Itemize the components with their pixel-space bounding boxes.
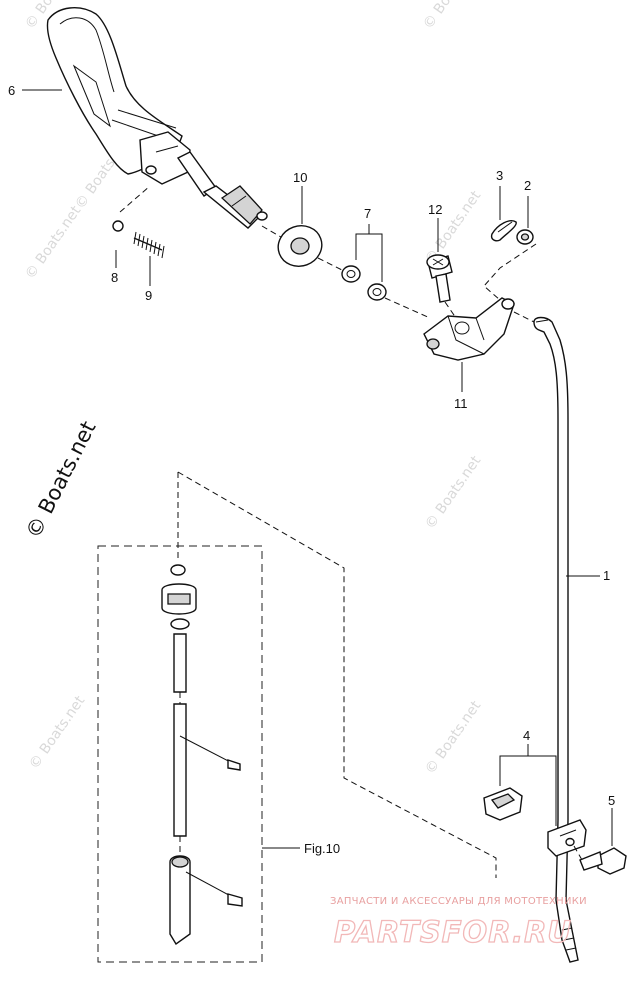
part-11-lever[interactable]	[423, 297, 515, 361]
watermark-tile: © Boats.net	[26, 693, 88, 773]
part-4-clamp[interactable]	[483, 787, 587, 857]
callout-6: 6	[8, 83, 15, 98]
handle-pin-hole	[145, 165, 157, 175]
retailer-banner: ЗАПЧАСТИ И АКСЕССУАРЫ ДЛЯ МОТОТЕХНИКИ PA…	[330, 896, 587, 950]
watermark-tile: © Boats.net	[422, 453, 484, 533]
callout-3: 3	[496, 168, 503, 183]
figure-reference: Fig.10	[304, 841, 340, 856]
part-7-washers[interactable]	[341, 265, 387, 301]
callout-5: 5	[608, 793, 615, 808]
part-1-control-rod[interactable]	[533, 316, 579, 963]
fig10-sub-parts[interactable]	[161, 564, 243, 946]
part-10-washer[interactable]	[272, 220, 327, 273]
fig10-dashed-boundary	[97, 545, 263, 963]
leader-2-3	[483, 243, 537, 301]
callout-11: 11	[454, 396, 468, 411]
callout-12: 12	[428, 202, 442, 217]
callout-4: 4	[523, 728, 530, 743]
watermark-tile: © Boats.net	[420, 0, 482, 32]
banner-tagline: ЗАПЧАСТИ И АКСЕССУАРЫ ДЛЯ МОТОТЕХНИКИ	[330, 896, 587, 907]
part-6-tiller-handle[interactable]	[46, 7, 191, 185]
banner-brand: PARTSFOR.RU	[334, 915, 572, 949]
leader-5	[573, 845, 583, 861]
callout-7: 7	[364, 206, 371, 221]
watermark-tile: © Boats.net	[22, 203, 84, 283]
watermark-tile: © Boats.net	[422, 698, 484, 778]
leader-10-7	[317, 257, 351, 275]
part-2-washer[interactable]	[516, 229, 534, 245]
watermark-tile: © Boats.net	[422, 188, 484, 268]
part-8-ball[interactable]	[112, 220, 124, 232]
callout-1: 1	[603, 568, 610, 583]
part-5-bolt[interactable]	[579, 847, 627, 875]
callout-8: 8	[111, 270, 118, 285]
leader-8-9	[119, 185, 151, 213]
callout-9: 9	[145, 288, 152, 303]
part-3-clip[interactable]	[490, 220, 517, 242]
leader-12-11	[444, 301, 457, 319]
callout-10: 10	[293, 170, 307, 185]
watermark-main: © Boats.net	[21, 417, 101, 542]
fig10-leader-route	[177, 471, 497, 878]
callout-2: 2	[524, 178, 531, 193]
part-12-screw[interactable]	[426, 254, 453, 303]
leader-11-1	[513, 311, 535, 323]
callout-leaders	[22, 89, 613, 846]
throttle-shaft[interactable]	[176, 151, 268, 229]
leader-7-11	[384, 297, 431, 319]
part-9-spring[interactable]	[133, 231, 165, 259]
